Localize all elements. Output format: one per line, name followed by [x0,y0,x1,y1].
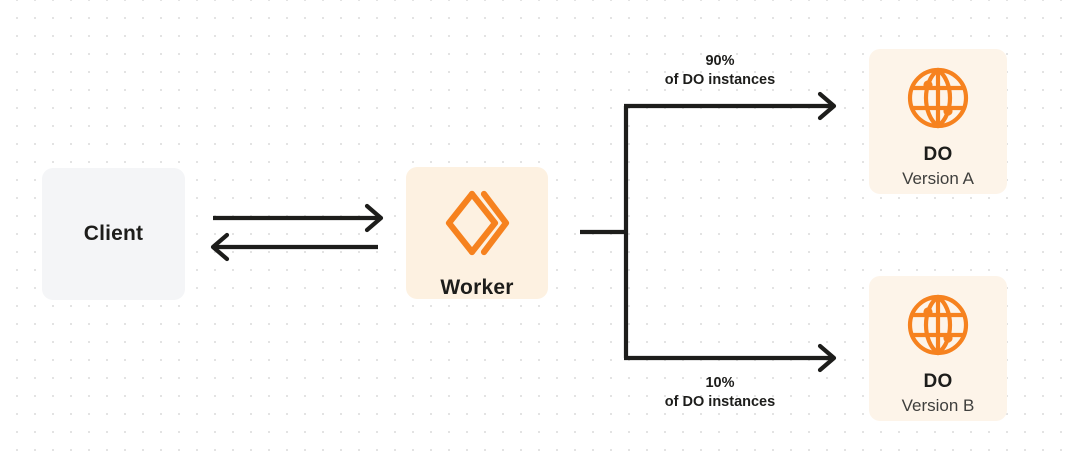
edge-label-do-a-description: of DO instances [664,72,776,88]
do-a-title: DO [923,144,953,165]
arrow-worker-to-do-a [624,91,837,121]
edge-label-do-b-percent: 10% [705,375,735,391]
node-client[interactable]: Client [42,168,185,300]
edge-label-do-b-description: of DO instances [664,394,776,410]
node-do-version-b[interactable]: DO Version B [869,276,1007,421]
arrow-worker-to-client [210,232,378,262]
durable-object-globe-icon [905,65,971,131]
client-label: Client [83,222,144,245]
arrow-worker-to-do-b [624,343,837,373]
edge-label-do-a-percent: 90% [705,53,735,69]
do-b-subtitle: Version B [901,396,975,415]
do-a-subtitle: Version A [902,169,974,188]
edge-label-do-b: 10% of DO instances [630,374,810,412]
node-do-version-a[interactable]: DO Version A [869,49,1007,194]
worker-label: Worker [440,276,514,299]
durable-object-globe-icon [905,292,971,358]
node-worker[interactable]: Worker [406,167,548,299]
edge-label-do-a: 90% of DO instances [630,52,810,90]
do-b-title: DO [923,371,953,392]
arrow-client-to-worker [213,203,384,233]
cloudflare-workers-icon [442,188,512,258]
